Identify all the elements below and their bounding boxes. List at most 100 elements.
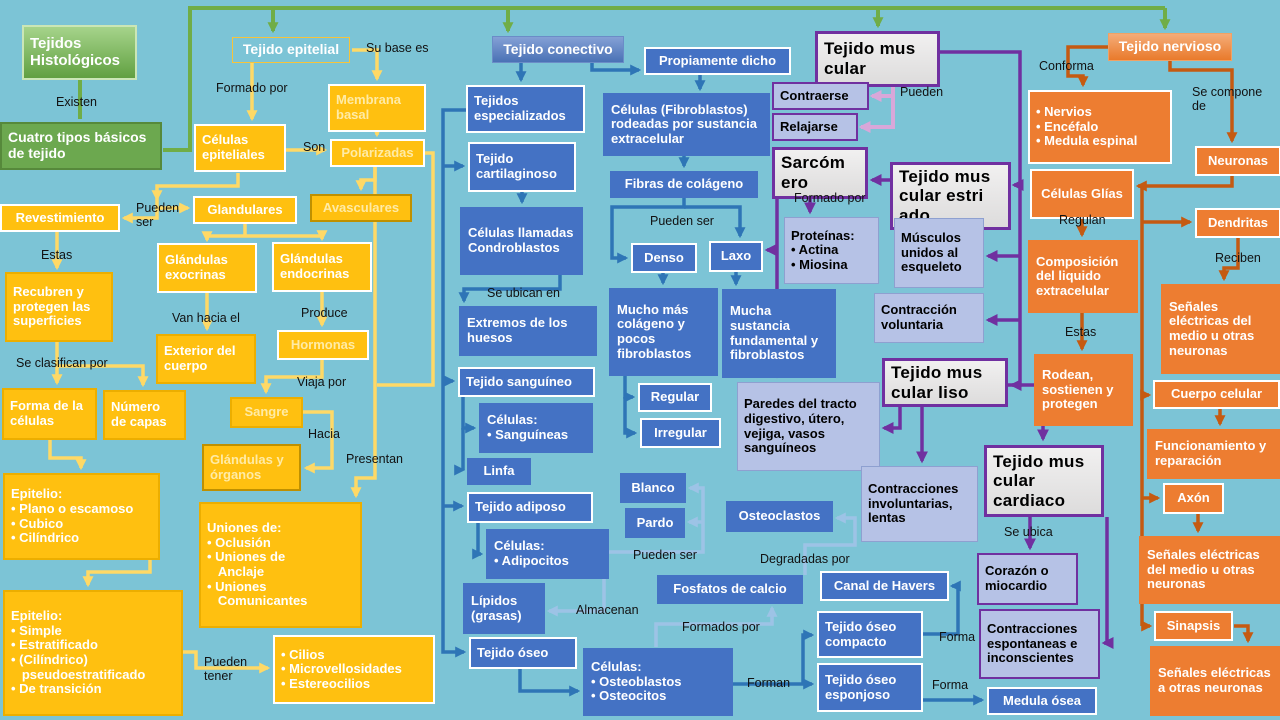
node-condroblastos: Células llamadas Condroblastos bbox=[460, 207, 583, 275]
node-contracciones-espontaneas: Contracciones espontaneas e inconsciente… bbox=[979, 609, 1100, 679]
node-relajarse: Relajarse bbox=[772, 113, 858, 141]
node-celulas-adipocitos: Células: • Adipocitos bbox=[486, 529, 609, 579]
node-blanco: Blanco bbox=[620, 473, 686, 503]
label-reciben: Reciben bbox=[1215, 251, 1261, 265]
node-paredes-tracto: Paredes del tracto digestivo, útero, vej… bbox=[737, 382, 880, 471]
node-glandulas-organos: Glándulas y órganos bbox=[202, 444, 301, 491]
node-pardo: Pardo bbox=[625, 508, 685, 538]
label-estas-2: Estas bbox=[1065, 325, 1097, 339]
node-composicion-liquido: Composición del liquido extracelular bbox=[1028, 240, 1138, 313]
label-pueden-ser-3: Pueden ser bbox=[633, 548, 697, 562]
label-forma-1: Forma bbox=[939, 630, 976, 644]
label-presentan: Presentan bbox=[346, 452, 403, 466]
node-numero-capas: Número de capas bbox=[103, 390, 186, 440]
label-estas: Estas bbox=[41, 248, 73, 262]
node-tejido-nervioso: Tejido nervioso bbox=[1108, 33, 1232, 61]
label-pueden-ser: Pueden ser bbox=[136, 201, 180, 229]
node-funcionamiento: Funcionamiento y reparación bbox=[1147, 429, 1280, 479]
label-pueden-ser-2: Pueden ser bbox=[650, 214, 714, 228]
node-cuerpo-celular: Cuerpo celular bbox=[1153, 380, 1280, 409]
node-laxo: Laxo bbox=[709, 241, 763, 272]
node-tejido-oseo: Tejido óseo bbox=[469, 637, 577, 669]
node-celulas-fibroblastos: Células (Fibroblastos) rodeadas por sust… bbox=[603, 93, 770, 156]
node-sangre: Sangre bbox=[230, 397, 303, 428]
label-produce: Produce bbox=[301, 306, 348, 320]
label-almacenan: Almacenan bbox=[576, 603, 639, 617]
node-celulas-epiteliales: Células epiteliales bbox=[194, 124, 286, 172]
node-recubren-protegen: Recubren y protegen las superficies bbox=[5, 272, 113, 342]
node-neuronas: Neuronas bbox=[1195, 146, 1280, 176]
label-formado-por-2: Formado por bbox=[794, 191, 866, 205]
node-corazon-miocardio: Corazón o miocardio bbox=[977, 553, 1078, 605]
node-senales-reciben: Señales eléctricas del medio u otras neu… bbox=[1161, 284, 1280, 374]
node-canal-havers: Canal de Havers bbox=[820, 571, 949, 601]
node-uniones: Uniones de: • Oclusión • Uniones de Ancl… bbox=[199, 502, 362, 628]
node-denso: Denso bbox=[631, 243, 697, 273]
node-glandulas-endocrinas: Glándulas endocrinas bbox=[272, 242, 372, 292]
node-exterior-cuerpo: Exterior del cuerpo bbox=[156, 334, 256, 384]
node-glandulares: Glandulares bbox=[193, 196, 297, 224]
node-senales-axon: Señales eléctricas del medio u otras neu… bbox=[1139, 536, 1280, 604]
label-pueden: Pueden bbox=[900, 85, 944, 99]
node-tejidos-especializados: Tejidos especializados bbox=[466, 85, 585, 133]
label-forma-2: Forma bbox=[932, 678, 969, 692]
node-cilios-lista: • Cilios • Microvellosidades • Estereoci… bbox=[273, 635, 435, 704]
node-osteoclastos: Osteoclastos bbox=[726, 501, 833, 532]
label-se-clasifican-por: Se clasifican por bbox=[16, 356, 108, 370]
node-hormonas: Hormonas bbox=[277, 330, 369, 360]
node-tejido-sanguineo: Tejido sanguíneo bbox=[458, 367, 595, 397]
node-dendritas: Dendritas bbox=[1195, 208, 1280, 238]
node-proteinas: Proteínas: • Actina • Miosina bbox=[784, 217, 879, 284]
node-epitelio-formas: Epitelio: • Plano o escamoso • Cubico • … bbox=[3, 473, 160, 560]
node-sarcomero: Sarcóm ero bbox=[772, 147, 868, 199]
label-formados-por: Formados por bbox=[682, 620, 760, 634]
label-degradadas-por: Degradadas por bbox=[760, 552, 850, 566]
node-forma-celulas: Forma de la células bbox=[2, 388, 97, 440]
label-hacia: Hacia bbox=[308, 427, 340, 441]
label-regulan: Regulan bbox=[1059, 213, 1106, 227]
node-linfa: Linfa bbox=[467, 458, 531, 485]
node-contraccion-voluntaria: Contracción voluntaria bbox=[874, 293, 984, 343]
node-epitelio-capas: Epitelio: • Simple • Estratificado • (Ci… bbox=[3, 590, 183, 716]
label-conforma: Conforma bbox=[1039, 59, 1094, 73]
node-cuatro-tipos: Cuatro tipos básicos de tejido bbox=[0, 122, 162, 170]
node-regular: Regular bbox=[638, 383, 712, 412]
node-extremos-huesos: Extremos de los huesos bbox=[459, 306, 597, 356]
node-senales-sinapsis: Señales eléctricas a otras neuronas bbox=[1150, 646, 1280, 716]
node-mucha-sustancia: Mucha sustancia fundamental y fibroblast… bbox=[722, 289, 836, 378]
node-tejido-muscular: Tejido mus cular bbox=[815, 31, 940, 87]
node-sinapsis: Sinapsis bbox=[1154, 611, 1233, 641]
node-celulas-osteoblastos: Células: • Osteoblastos • Osteocitos bbox=[583, 648, 733, 716]
label-formado-por: Formado por bbox=[216, 81, 288, 95]
node-axon: Axón bbox=[1163, 483, 1224, 514]
node-nervios-lista: • Nervios • Encéfalo • Medula espinal bbox=[1028, 90, 1172, 164]
label-se-ubican-en: Se ubican en bbox=[487, 286, 560, 300]
node-tejido-muscular-cardiaco: Tejido mus cular cardiaco bbox=[984, 445, 1104, 517]
node-membrana-basal: Membrana basal bbox=[328, 84, 426, 132]
label-son: Son bbox=[303, 140, 326, 154]
node-celulas-sanguineas: Células: • Sanguíneas bbox=[479, 403, 593, 453]
node-tejido-cartilaginoso: Tejido cartilaginoso bbox=[468, 142, 576, 192]
node-irregular: Irregular bbox=[640, 418, 721, 448]
node-tejido-muscular-liso: Tejido mus cular liso bbox=[882, 358, 1008, 407]
node-tejidos-histologicos: Tejidos Histológicos bbox=[22, 25, 137, 80]
node-mucho-colageno: Mucho más colágeno y pocos fibroblastos bbox=[609, 288, 718, 376]
label-su-base-es: Su base es bbox=[366, 41, 429, 55]
node-propiamente-dicho: Propiamente dicho bbox=[644, 47, 791, 75]
node-revestimiento: Revestimiento bbox=[0, 204, 120, 232]
node-rodean-sostienen: Rodean, sostienen y protegen bbox=[1034, 354, 1133, 426]
node-polarizadas: Polarizadas bbox=[330, 139, 425, 167]
node-contracciones-involuntarias: Contracciones involuntarias, lentas bbox=[861, 466, 978, 542]
node-tejido-adiposo: Tejido adiposo bbox=[467, 492, 593, 523]
node-celulas-glias: Células Glías bbox=[1030, 169, 1134, 219]
node-medula-osea: Medula ósea bbox=[987, 687, 1097, 715]
label-se-ubica: Se ubica bbox=[1004, 525, 1053, 539]
node-avasculares: Avasculares bbox=[310, 194, 412, 222]
node-lipidos: Lípidos (grasas) bbox=[463, 583, 545, 634]
label-se-compone-de: Se compone de bbox=[1192, 85, 1263, 113]
node-tejido-conectivo: Tejido conectivo bbox=[492, 36, 624, 63]
label-pueden-tener: Pueden tener bbox=[204, 655, 248, 683]
node-fibras-colageno: Fibras de colágeno bbox=[610, 171, 758, 198]
